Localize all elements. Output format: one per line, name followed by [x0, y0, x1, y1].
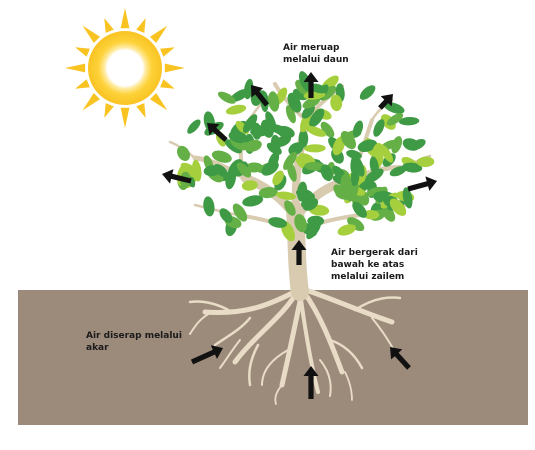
sun-ray [136, 103, 146, 118]
sun-ray [165, 64, 185, 73]
leaf [225, 103, 247, 116]
sun-ray [136, 18, 146, 33]
sun-ray [121, 108, 130, 128]
soil-ground [18, 290, 528, 425]
sun-ray [104, 18, 114, 33]
leaf [304, 144, 326, 153]
sun-ray [121, 8, 130, 28]
label-xylem-transport: Air bergerak dari bawah ke atas melalui … [331, 247, 418, 283]
sun-ray [104, 103, 114, 118]
sun-disc [88, 31, 162, 105]
leaf [340, 174, 351, 194]
leaf [185, 117, 203, 136]
label-evaporation: Air meruap melalui daun [283, 42, 349, 66]
sun-ray [75, 79, 90, 89]
sun-ray [75, 47, 90, 57]
sun-ray [150, 93, 167, 110]
sun-ray [65, 64, 85, 73]
sun-ray [83, 26, 100, 43]
sun-ray [160, 79, 175, 89]
sun-ray [83, 93, 100, 110]
leaf [357, 83, 378, 103]
sun-icon [65, 8, 185, 128]
sun-ray [160, 47, 175, 57]
label-root-absorption: Air diserap melalui akar [86, 330, 182, 354]
sun-ray [150, 26, 167, 43]
leaf [202, 196, 216, 218]
arrow-icon [407, 176, 437, 191]
